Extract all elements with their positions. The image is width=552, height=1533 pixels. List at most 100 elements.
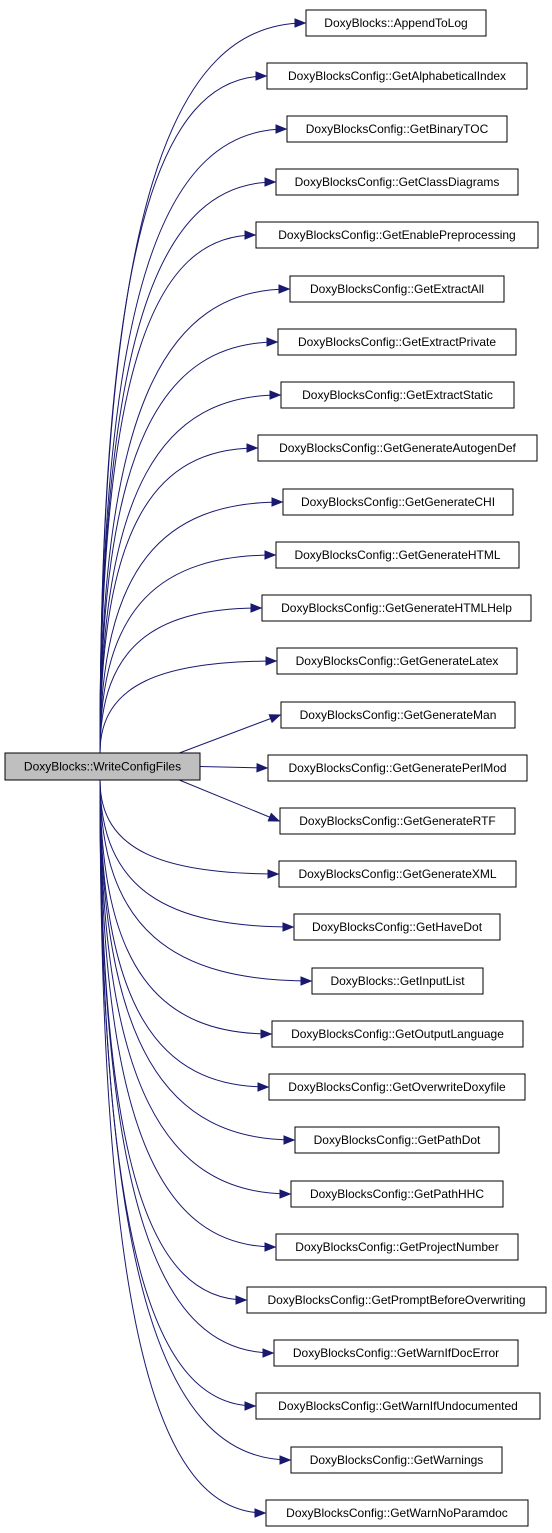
callee-node-getgeneratechi[interactable]: DoxyBlocksConfig::GetGenerateCHI bbox=[282, 488, 514, 516]
callee-node-box bbox=[277, 328, 517, 356]
callee-node-getgenerateman[interactable]: DoxyBlocksConfig::GetGenerateMan bbox=[280, 701, 516, 729]
callee-node-getwarnifundocumented[interactable]: DoxyBlocksConfig::GetWarnIfUndocumented bbox=[255, 1392, 541, 1420]
arrowhead-getpathdot bbox=[283, 1135, 296, 1145]
arrowhead-getgeneratexml bbox=[267, 869, 280, 879]
callee-node-label: DoxyBlocksConfig::GetWarnIfDocError bbox=[293, 1346, 499, 1360]
callee-node-getpathhhc[interactable]: DoxyBlocksConfig::GetPathHHC bbox=[290, 1180, 504, 1208]
callee-node-box bbox=[279, 807, 516, 835]
callee-node-getpromptbeforeoverwriting[interactable]: DoxyBlocksConfig::GetPromptBeforeOverwri… bbox=[246, 1286, 547, 1314]
arrowhead-getbinarytoc bbox=[275, 124, 288, 134]
edge-to-getgeneratehtml bbox=[99, 554, 276, 754]
edge-to-getclassdiagrams bbox=[99, 181, 276, 754]
callee-node-label: DoxyBlocksConfig::GetGenerateAutogenDef bbox=[279, 441, 516, 455]
callee-node-getoutputlanguage[interactable]: DoxyBlocksConfig::GetOutputLanguage bbox=[271, 1020, 524, 1048]
callee-node-box bbox=[276, 647, 518, 675]
edge-to-getwarnings bbox=[99, 779, 291, 1461]
callee-node-getextractall[interactable]: DoxyBlocksConfig::GetExtractAll bbox=[289, 275, 505, 303]
callee-node-getoverwritedoxyfile[interactable]: DoxyBlocksConfig::GetOverwriteDoxyfile bbox=[268, 1073, 526, 1101]
edge-to-getgeneratexml bbox=[99, 779, 279, 875]
callee-node-getinputlist[interactable]: DoxyBlocks::GetInputList bbox=[311, 967, 484, 995]
callee-node-label: DoxyBlocksConfig::GetGenerateLatex bbox=[296, 654, 499, 668]
callee-node-box bbox=[305, 9, 487, 37]
callee-node-getwarnifdocerror[interactable]: DoxyBlocksConfig::GetWarnIfDocError bbox=[273, 1339, 519, 1367]
callee-node-box bbox=[280, 701, 516, 729]
arrowhead-getwarnifundocumented bbox=[244, 1401, 257, 1411]
callee-node-getenablepreprocessing[interactable]: DoxyBlocksConfig::GetEnablePreprocessing bbox=[255, 221, 539, 249]
arrowhead-gethavedot bbox=[282, 922, 295, 932]
callee-node-label: DoxyBlocksConfig::GetWarnNoParamdoc bbox=[286, 1506, 508, 1520]
callee-node-box bbox=[290, 1446, 503, 1474]
callee-node-box bbox=[271, 1020, 524, 1048]
callee-node-getgeneratehtml[interactable]: DoxyBlocksConfig::GetGenerateHTML bbox=[275, 541, 520, 569]
edge-to-getwarnnoparamdoc bbox=[99, 779, 266, 1514]
callee-node-getbinarytoc[interactable]: DoxyBlocksConfig::GetBinaryTOC bbox=[286, 115, 508, 143]
callee-node-appendtolog[interactable]: DoxyBlocks::AppendToLog bbox=[305, 9, 487, 37]
arrowhead-getgeneratertf bbox=[267, 812, 281, 822]
callee-node-getgenerateperlmod[interactable]: DoxyBlocksConfig::GetGeneratePerlMod bbox=[267, 754, 528, 782]
callee-node-getgenerateautogendef[interactable]: DoxyBlocksConfig::GetGenerateAutogenDef bbox=[257, 434, 538, 462]
arrowhead-getclassdiagrams bbox=[264, 177, 277, 187]
callee-node-label: DoxyBlocksConfig::GetClassDiagrams bbox=[295, 175, 500, 189]
callee-node-label: DoxyBlocksConfig::GetProjectNumber bbox=[295, 1240, 498, 1254]
callee-node-box bbox=[290, 1180, 504, 1208]
callee-node-getextractprivate[interactable]: DoxyBlocksConfig::GetExtractPrivate bbox=[277, 328, 517, 356]
callee-node-label: DoxyBlocks::GetInputList bbox=[330, 974, 465, 988]
callee-node-box bbox=[282, 488, 514, 516]
arrowhead-getoverwritedoxyfile bbox=[257, 1082, 270, 1092]
edge-to-gethavedot bbox=[99, 779, 294, 928]
callee-node-getgeneratertf[interactable]: DoxyBlocksConfig::GetGenerateRTF bbox=[279, 807, 516, 835]
callee-node-box bbox=[286, 115, 508, 143]
callee-node-box bbox=[311, 967, 484, 995]
callee-node-getpathdot[interactable]: DoxyBlocksConfig::GetPathDot bbox=[294, 1126, 500, 1154]
callee-node-box bbox=[273, 1339, 519, 1367]
callee-node-getwarnings[interactable]: DoxyBlocksConfig::GetWarnings bbox=[290, 1446, 503, 1474]
callee-node-label: DoxyBlocksConfig::GetGeneratePerlMod bbox=[288, 761, 506, 775]
callee-node-label: DoxyBlocksConfig::GetGenerateHTML bbox=[294, 548, 500, 562]
callee-node-label: DoxyBlocksConfig::GetGenerateMan bbox=[300, 708, 497, 722]
callee-node-label: DoxyBlocks::AppendToLog bbox=[324, 16, 467, 30]
edge-to-appendtolog bbox=[99, 22, 306, 754]
callee-node-label: DoxyBlocksConfig::GetPromptBeforeOverwri… bbox=[267, 1293, 525, 1307]
edge-to-getprojectnumber bbox=[99, 779, 276, 1248]
callee-node-box bbox=[275, 1233, 519, 1261]
root-node-box bbox=[4, 752, 201, 781]
callee-node-getgeneratehtmlhelp[interactable]: DoxyBlocksConfig::GetGenerateHTMLHelp bbox=[261, 594, 532, 622]
callee-node-getextractstatic[interactable]: DoxyBlocksConfig::GetExtractStatic bbox=[280, 381, 515, 409]
arrowhead-getgeneratehtmlhelp bbox=[250, 603, 263, 613]
callee-node-box bbox=[255, 221, 539, 249]
arrowhead-getextractstatic bbox=[269, 390, 282, 400]
callee-node-label: DoxyBlocksConfig::GetGenerateCHI bbox=[301, 495, 495, 509]
callee-node-label: DoxyBlocksConfig::GetEnablePreprocessing bbox=[278, 228, 515, 242]
arrowhead-getwarnifdocerror bbox=[262, 1348, 275, 1358]
callee-node-getgeneratelatex[interactable]: DoxyBlocksConfig::GetGenerateLatex bbox=[276, 647, 518, 675]
edge-to-getextractprivate bbox=[99, 341, 278, 754]
callee-node-box bbox=[268, 1073, 526, 1101]
callee-node-getprojectnumber[interactable]: DoxyBlocksConfig::GetProjectNumber bbox=[275, 1233, 519, 1261]
edge-to-getwarnifdocerror bbox=[99, 779, 274, 1354]
callee-node-box bbox=[261, 594, 532, 622]
callee-node-getclassdiagrams[interactable]: DoxyBlocksConfig::GetClassDiagrams bbox=[275, 168, 519, 196]
edge-to-getgeneratechi bbox=[99, 501, 283, 754]
callee-node-getalphabeticalindex[interactable]: DoxyBlocksConfig::GetAlphabeticalIndex bbox=[266, 62, 528, 90]
callee-node-getwarnnoparamdoc[interactable]: DoxyBlocksConfig::GetWarnNoParamdoc bbox=[265, 1499, 529, 1527]
arrowhead-getgeneratelatex bbox=[265, 656, 278, 666]
callee-node-label: DoxyBlocksConfig::GetWarnIfUndocumented bbox=[278, 1399, 518, 1413]
callee-node-box bbox=[289, 275, 505, 303]
edge-to-getpathhhc bbox=[99, 779, 291, 1195]
edges-layer bbox=[99, 18, 313, 1518]
callee-node-box bbox=[275, 168, 519, 196]
edge-to-getextractstatic bbox=[99, 394, 281, 754]
callee-node-getgeneratexml[interactable]: DoxyBlocksConfig::GetGenerateXML bbox=[278, 860, 517, 888]
root-node[interactable]: DoxyBlocks::WriteConfigFiles bbox=[4, 752, 201, 781]
edge-to-getgeneratehtmlhelp bbox=[99, 607, 262, 754]
arrowhead-getgenerateman bbox=[268, 714, 282, 724]
callee-node-label: DoxyBlocksConfig::GetBinaryTOC bbox=[306, 122, 489, 136]
edge-to-getgenerateman bbox=[177, 714, 281, 754]
edge-to-getpromptbeforeoverwriting bbox=[99, 779, 247, 1301]
callee-node-gethavedot[interactable]: DoxyBlocksConfig::GetHaveDot bbox=[293, 913, 501, 941]
callee-node-label: DoxyBlocksConfig::GetPathDot bbox=[314, 1133, 481, 1147]
nodes-layer: DoxyBlocks::WriteConfigFiles DoxyBlocks:… bbox=[4, 9, 547, 1527]
arrowhead-getoutputlanguage bbox=[260, 1029, 273, 1039]
edge-to-getgenerateautogendef bbox=[99, 447, 258, 754]
